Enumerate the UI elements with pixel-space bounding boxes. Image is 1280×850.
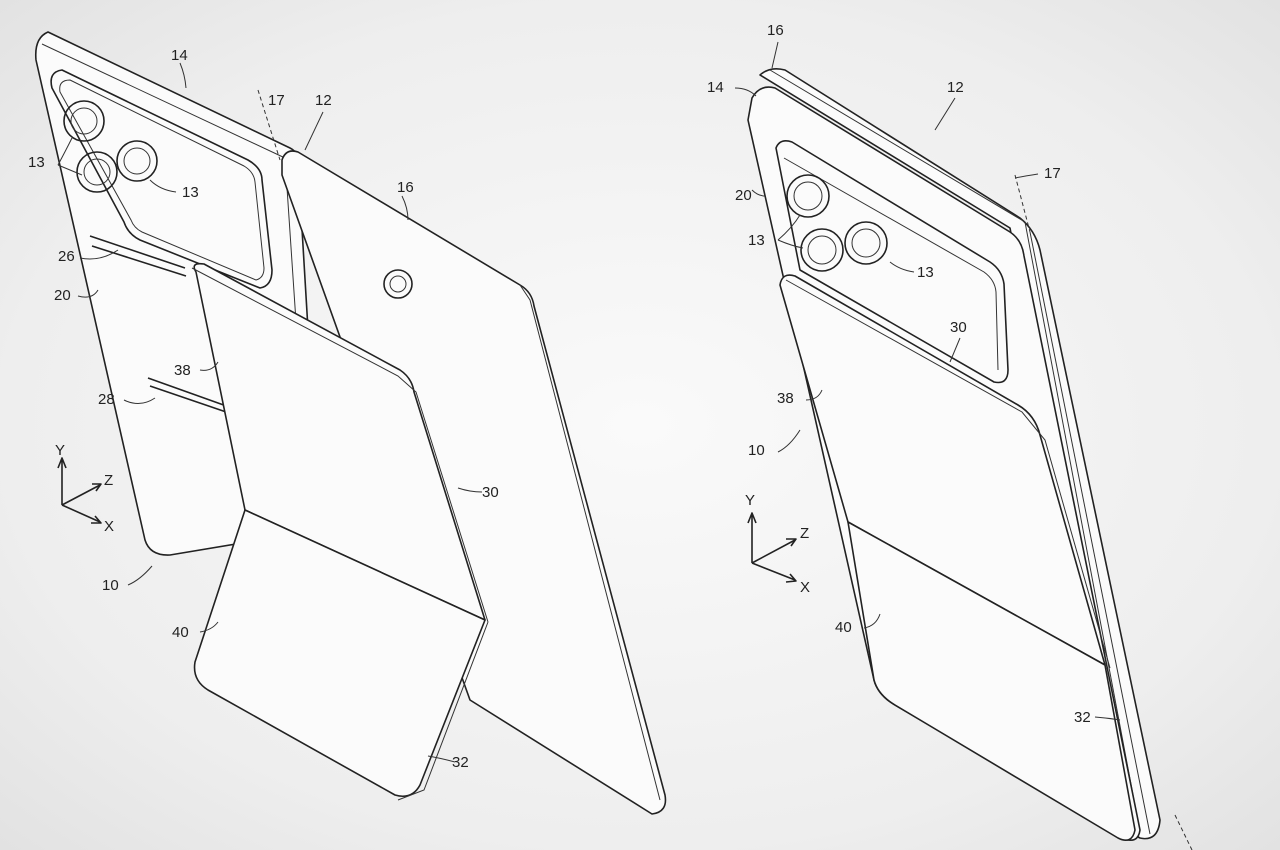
right-axes [747,512,797,583]
left-leaders [57,62,483,763]
axis-x: X [104,518,115,535]
ref-32: 32 [452,754,469,771]
ref-38: 38 [174,362,191,379]
ref-13: 13 [748,232,765,249]
right-kickstand-40 [847,521,1136,841]
left-camera-lenses [63,100,158,193]
slot-26 [89,235,187,277]
right-camera-lenses [786,174,888,272]
ref-32: 32 [1074,709,1091,726]
kickstand-upper-38 [193,262,486,621]
camera-module [50,69,273,289]
ref-13: 13 [28,154,45,171]
axis-x: X [800,579,811,596]
ref-12: 12 [947,79,964,96]
axis-y: Y [55,442,66,459]
axis-z: Z [800,525,810,542]
ref-12: 12 [315,92,332,109]
left-phone [34,31,667,815]
ref-13: 13 [182,184,199,201]
ref-28: 28 [98,391,115,408]
ref-14: 14 [707,79,724,96]
ref-26: 26 [58,248,75,265]
ref-38: 38 [777,390,794,407]
ref-14: 14 [171,47,188,64]
ref-13: 13 [917,264,934,281]
axis-y: Y [745,492,756,509]
right-camera-module [775,140,1009,384]
ref-30: 30 [950,319,967,336]
right-leaders [734,41,1121,721]
slot-28 [147,377,233,415]
kickstand-lower-40 [193,509,486,798]
ref-10: 10 [748,442,765,459]
right-kickstand-38 [779,274,1106,666]
ref-16: 16 [397,179,414,196]
ref-30: 30 [482,484,499,501]
right-phone [747,68,1193,850]
ref-40: 40 [172,624,189,641]
ref-40: 40 [835,619,852,636]
ref-20: 20 [54,287,71,304]
ref-10: 10 [102,577,119,594]
ref-16: 16 [767,22,784,39]
left-axes [57,457,102,524]
ref-17: 17 [268,92,285,109]
left-screen-panel-16 [281,150,667,815]
ref-17: 17 [1044,165,1061,182]
axis-z: Z [104,472,114,489]
ref-20: 20 [735,187,752,204]
